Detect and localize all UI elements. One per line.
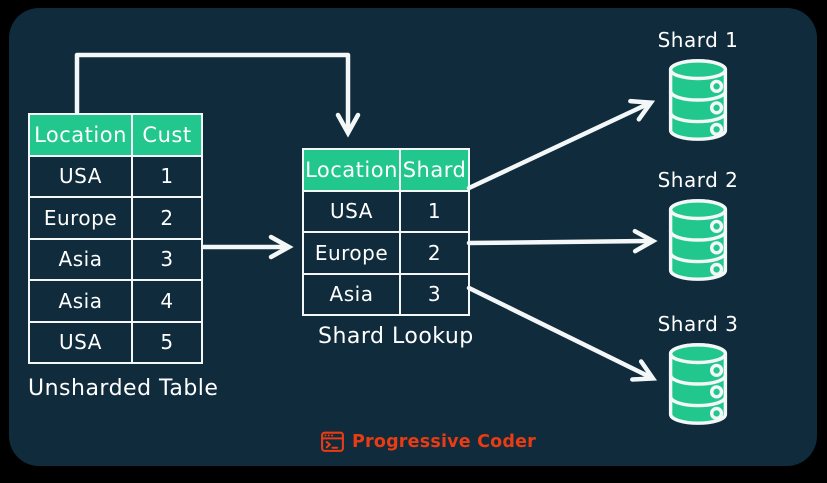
unsharded-header-location: Location bbox=[29, 114, 132, 156]
brand-name: Progressive Coder bbox=[352, 431, 536, 452]
lookup-header-location: Location bbox=[303, 149, 400, 191]
table-cell: Asia bbox=[29, 280, 132, 322]
table-cell: 5 bbox=[132, 321, 202, 363]
unsharded-table-caption: Unsharded Table bbox=[28, 376, 219, 401]
table-cell: 1 bbox=[132, 155, 202, 197]
table-cell: 2 bbox=[132, 197, 202, 239]
database-icon bbox=[668, 59, 728, 141]
shard-2: Shard 2 bbox=[652, 168, 744, 286]
table-cell: 2 bbox=[400, 232, 469, 274]
table-cell: USA bbox=[29, 321, 132, 363]
shard-2-label: Shard 2 bbox=[657, 168, 739, 192]
table-cell: Asia bbox=[29, 238, 132, 280]
database-icon bbox=[668, 199, 728, 281]
unsharded-table: Location Cust USA 1 Europe 2 Asia 3 Asia… bbox=[28, 113, 203, 364]
table-cell: USA bbox=[29, 155, 132, 197]
shard-3-label: Shard 3 bbox=[657, 312, 739, 336]
table-cell: USA bbox=[303, 190, 400, 232]
table-cell: Asia bbox=[303, 273, 400, 315]
shard-lookup-caption: Shard Lookup bbox=[318, 324, 474, 349]
lookup-header-shard: Shard bbox=[400, 149, 469, 191]
table-cell: 4 bbox=[132, 280, 202, 322]
table-cell: 3 bbox=[132, 238, 202, 280]
shard-1-label: Shard 1 bbox=[657, 28, 739, 52]
unsharded-header-cust: Cust bbox=[132, 114, 202, 156]
shard-3: Shard 3 bbox=[652, 312, 744, 430]
database-icon bbox=[668, 343, 728, 425]
table-cell: 1 bbox=[400, 190, 469, 232]
table-cell: 3 bbox=[400, 273, 469, 315]
shard-lookup-table: Location Shard USA 1 Europe 2 Asia 3 bbox=[302, 148, 470, 316]
table-cell: Europe bbox=[29, 197, 132, 239]
brand-logo: Progressive Coder bbox=[320, 429, 536, 454]
shard-1: Shard 1 bbox=[652, 28, 744, 146]
terminal-window-icon bbox=[321, 431, 344, 452]
table-cell: Europe bbox=[303, 232, 400, 274]
